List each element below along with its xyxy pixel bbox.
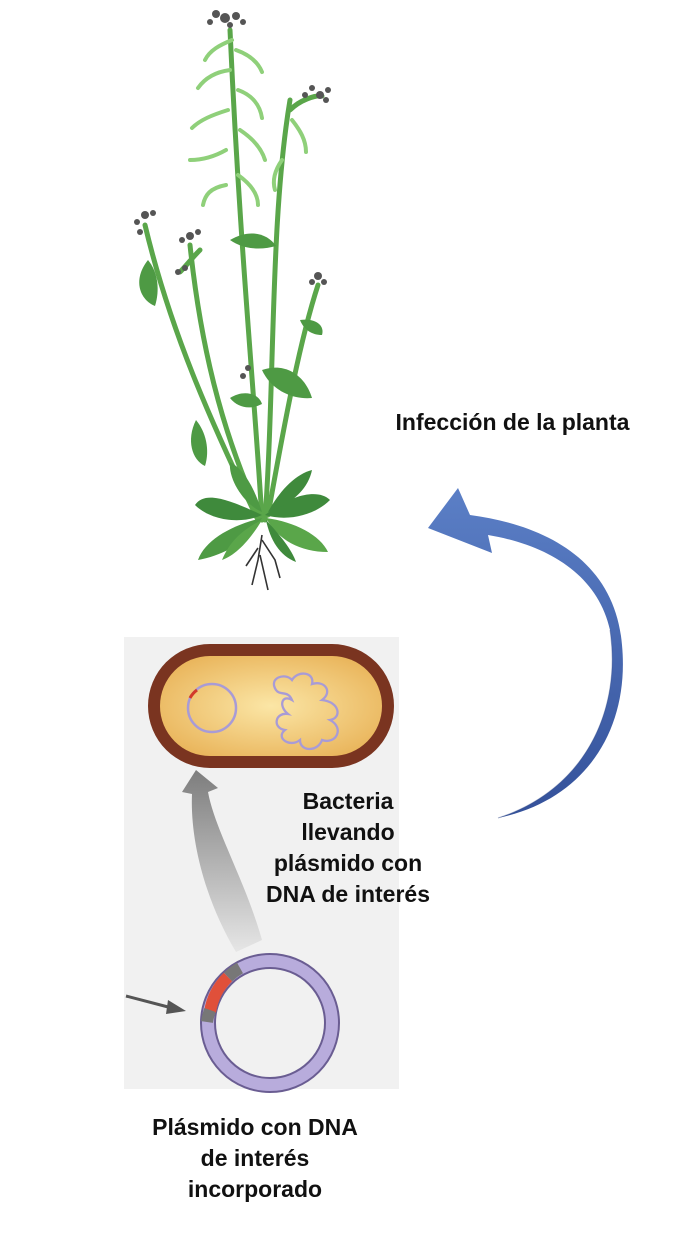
plasmid-dna-insert bbox=[204, 972, 233, 1014]
plasmid-icon bbox=[200, 953, 340, 1093]
arabidopsis-plant-illustration bbox=[134, 10, 331, 591]
bacterium-plasmid-insert bbox=[188, 688, 198, 699]
bacteria-label-line: plásmido con bbox=[273, 850, 423, 876]
plant-rosette bbox=[195, 462, 330, 562]
plant-roots bbox=[245, 534, 281, 591]
plasmid-label: Plásmido con DNA de interés incorporado bbox=[120, 1112, 390, 1205]
plasmid-label-line: incorporado bbox=[187, 1176, 323, 1202]
bacterium-icon bbox=[148, 644, 394, 768]
bacteria-label: Bacteria llevando plásmido con DNA de in… bbox=[248, 786, 448, 910]
bacteria-label-line: llevando bbox=[301, 819, 395, 845]
infection-label-text: Infección de la planta bbox=[395, 409, 630, 435]
plant-stems bbox=[142, 27, 325, 523]
plant-flowers bbox=[134, 10, 331, 379]
bacterial-chromosome bbox=[272, 672, 339, 751]
infection-curved-arrow bbox=[428, 488, 623, 819]
bacterium-plasmid bbox=[186, 682, 238, 734]
plasmid-label-line: de interés bbox=[200, 1145, 310, 1171]
infection-label: Infección de la planta bbox=[360, 407, 665, 438]
plasmid-label-line: Plásmido con DNA bbox=[152, 1114, 358, 1140]
bacteria-label-line: DNA de interés bbox=[265, 881, 431, 907]
plant-seed-pods bbox=[188, 38, 308, 207]
bacteria-label-line: Bacteria bbox=[302, 788, 394, 814]
transformation-arrow bbox=[182, 770, 262, 952]
plant-stem-leaves bbox=[139, 233, 323, 466]
incoming-arrow bbox=[125, 994, 186, 1014]
